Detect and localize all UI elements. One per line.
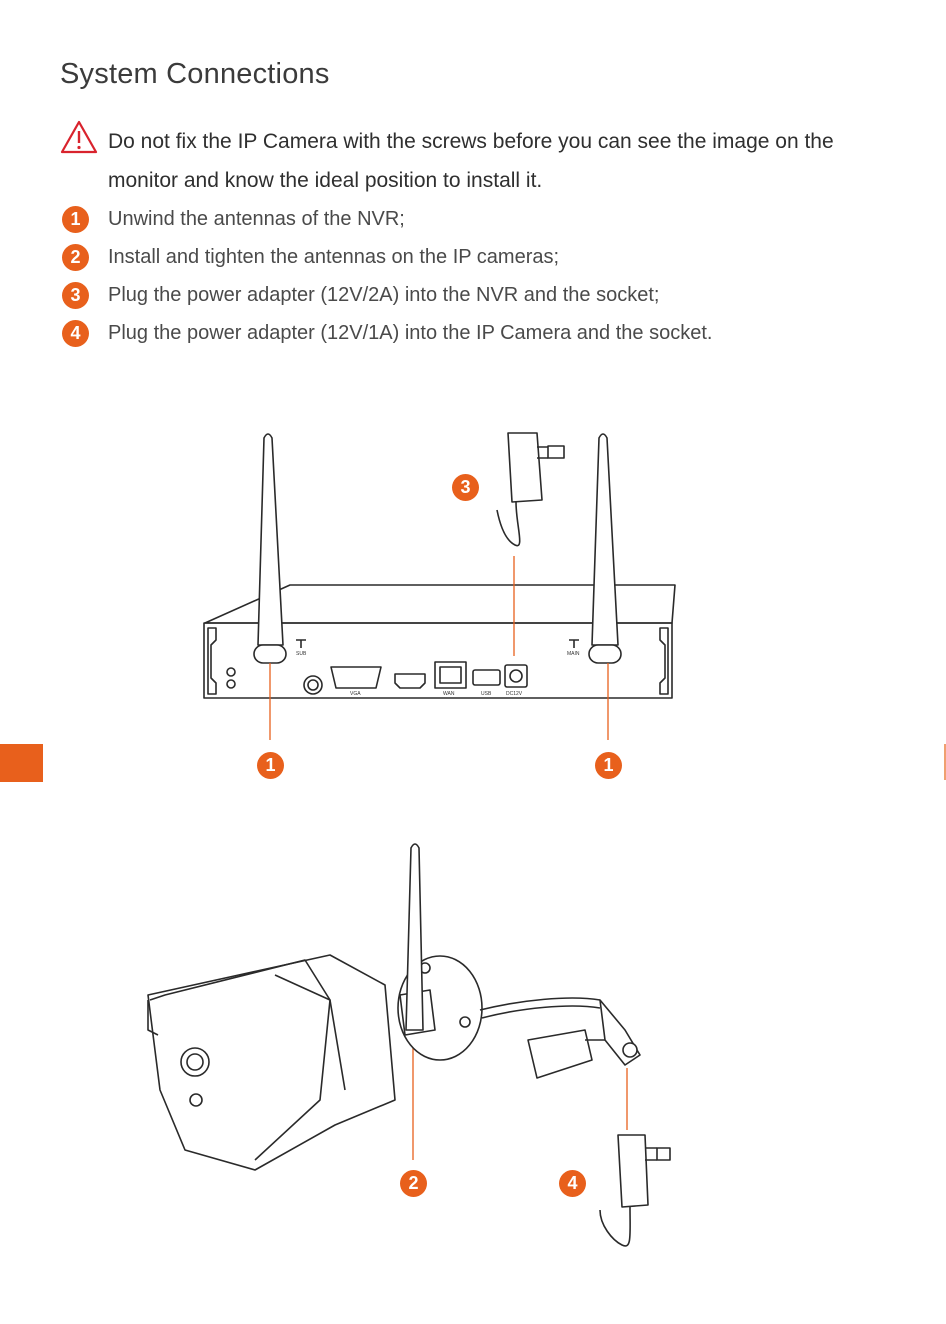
warning-text: Do not fix the IP Camera with the screws… <box>108 130 834 192</box>
step-number: 4 <box>62 319 89 347</box>
page-edge-mark <box>944 744 946 780</box>
page-side-tab <box>0 744 43 782</box>
step-number: 1 <box>62 205 89 233</box>
page-title: System Connections <box>60 58 330 90</box>
callout-camera-antenna: 2 <box>400 1170 427 1197</box>
usb-label: USB <box>481 691 492 697</box>
list-item: 1 Unwind the antennas of the NVR; <box>62 200 712 238</box>
callout-nvr-antenna-left: 1 <box>257 752 284 779</box>
wan-label: WAN <box>443 691 455 697</box>
warning-triangle-icon <box>60 120 98 154</box>
callout-nvr-power: 3 <box>452 474 479 501</box>
callout-nvr-antenna-right: 1 <box>595 752 622 779</box>
list-item: 2 Install and tighten the antennas on th… <box>62 238 712 276</box>
step-text: Install and tighten the antennas on the … <box>108 245 560 268</box>
steps-list: 1 Unwind the antennas of the NVR; 2 Inst… <box>62 200 712 352</box>
step-text: Plug the power adapter (12V/2A) into the… <box>108 283 660 306</box>
callout-camera-power: 4 <box>559 1170 586 1197</box>
list-item: 4 Plug the power adapter (12V/1A) into t… <box>62 314 712 352</box>
dc-label: DC12V <box>506 691 523 697</box>
vga-label: VGA <box>350 691 361 697</box>
sub-label: SUB <box>296 651 307 657</box>
main-label: MAIN <box>567 651 580 657</box>
step-number: 3 <box>62 281 89 309</box>
step-text: Plug the power adapter (12V/1A) into the… <box>108 321 713 344</box>
step-number: 2 <box>62 243 89 271</box>
step-text: Unwind the antennas of the NVR; <box>108 207 405 230</box>
list-item: 3 Plug the power adapter (12V/2A) into t… <box>62 276 712 314</box>
